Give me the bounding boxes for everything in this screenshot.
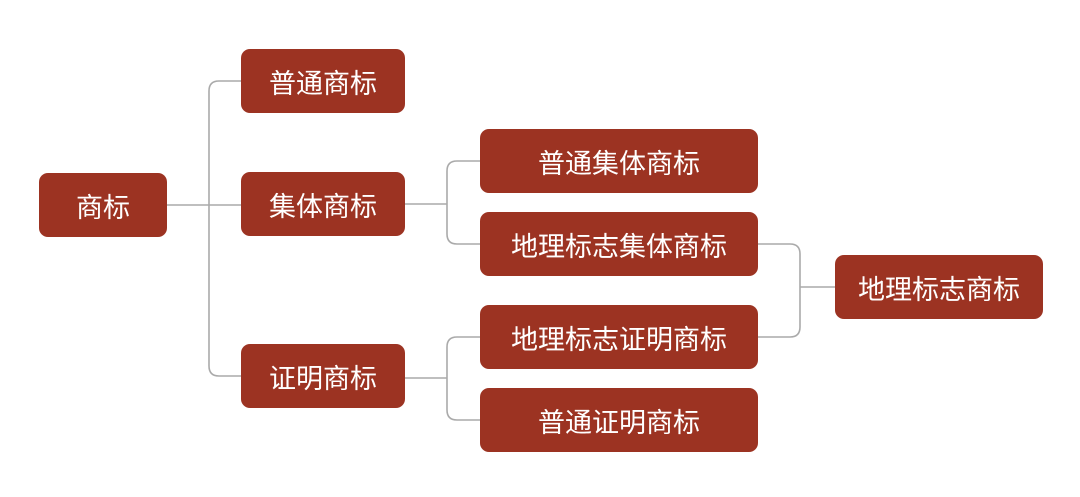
node-gi-collective: 地理标志集体商标: [480, 212, 758, 276]
node-ordinary-certification: 普通证明商标: [480, 388, 758, 452]
connector-certification-branches: [446, 336, 480, 421]
node-gi: 地理标志商标: [835, 255, 1043, 319]
node-ordinary-collective: 普通集体商标: [480, 129, 758, 193]
node-gi-certification: 地理标志证明商标: [480, 305, 758, 369]
connector-gi-merge: [758, 243, 801, 338]
connector-collective-branches: [446, 160, 480, 245]
connector-root-branches: [208, 80, 241, 377]
node-root: 商标: [39, 173, 167, 237]
node-ordinary: 普通商标: [241, 49, 405, 113]
node-certification: 证明商标: [241, 344, 405, 408]
node-collective: 集体商标: [241, 172, 405, 236]
